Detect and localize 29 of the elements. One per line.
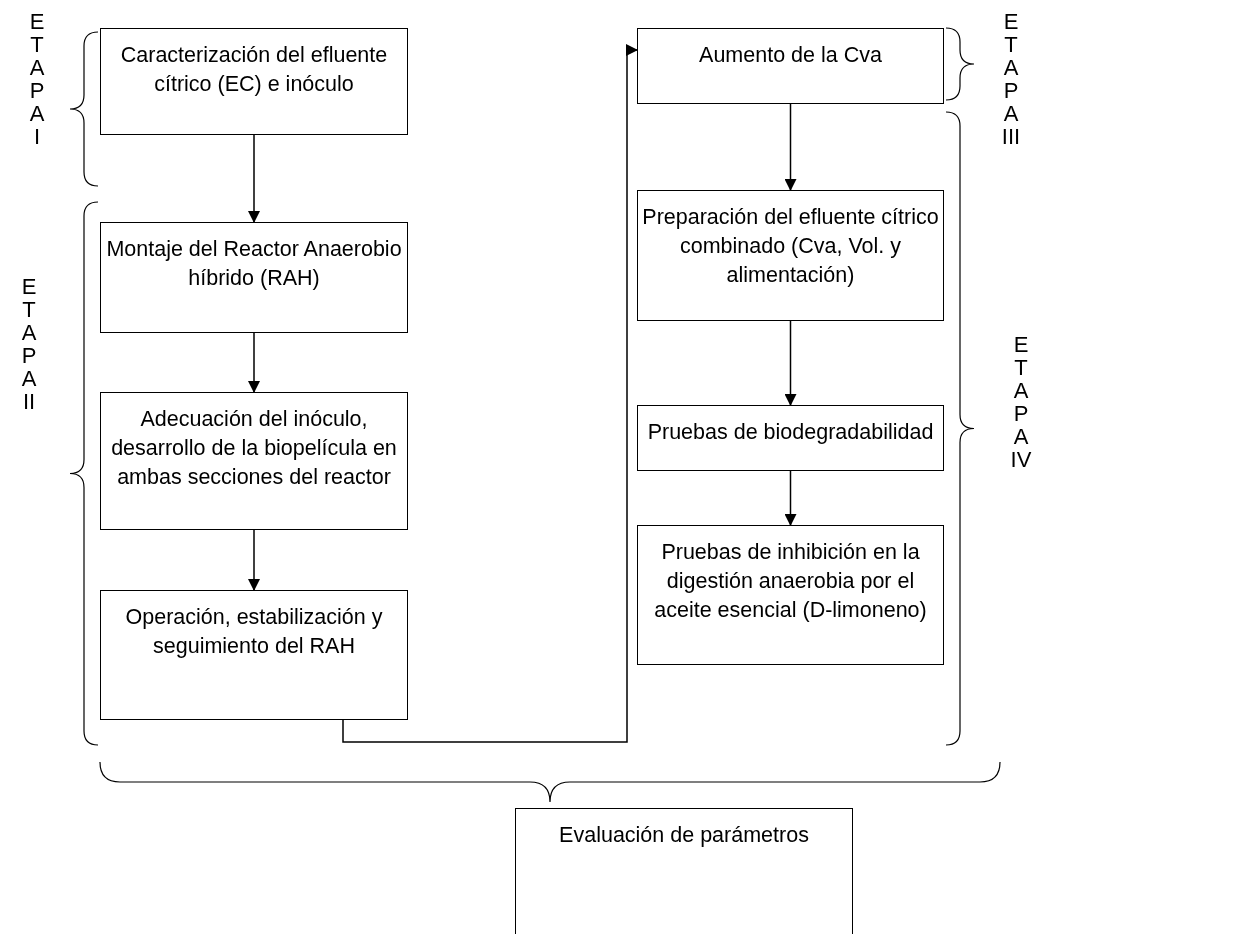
box-text: Preparación del efluente cítrico combinado (Cva, Vol. y alimentación) bbox=[641, 204, 940, 289]
process-box bbox=[637, 405, 944, 471]
arrow bbox=[784, 320, 797, 406]
arrow bbox=[342, 44, 638, 743]
box-text: Operación, estabilización y seguimiento del RAH bbox=[124, 604, 384, 660]
box-text: Aumento de la Cva bbox=[699, 42, 882, 69]
box-text: Evaluación de parámetros bbox=[559, 822, 809, 849]
box-text: Caracterización del efluente cítrico (EC) e inóculo bbox=[119, 42, 389, 98]
arrow bbox=[248, 332, 260, 393]
process-box bbox=[100, 222, 408, 333]
arrow bbox=[248, 134, 260, 223]
arrow bbox=[248, 529, 260, 591]
stage-label: ETAPA III bbox=[1000, 10, 1022, 148]
stage-label: ETAPA II bbox=[20, 275, 38, 413]
box-text: Adecuación del inóculo, desarrollo de la biopelícula en ambas secciones del reactor bbox=[110, 406, 398, 491]
process-box bbox=[100, 28, 408, 135]
process-box bbox=[100, 392, 408, 530]
stage-label: ETAPA I bbox=[28, 10, 46, 148]
process-box bbox=[637, 28, 944, 104]
process-box bbox=[515, 808, 853, 934]
process-box bbox=[637, 525, 944, 665]
process-box bbox=[637, 190, 944, 321]
stage-label: ETAPA IV bbox=[1010, 333, 1032, 471]
box-text: Pruebas de inhibición en la digestión anaerobia por el aceite esencial (D-limoneno) bbox=[653, 539, 928, 624]
box-text: Montaje del Reactor Anaerobio híbrido (RAH) bbox=[105, 236, 403, 292]
arrow bbox=[784, 103, 797, 191]
process-box bbox=[100, 590, 408, 720]
arrow bbox=[784, 470, 797, 526]
box-text: Pruebas de biodegradabilidad bbox=[647, 419, 934, 446]
